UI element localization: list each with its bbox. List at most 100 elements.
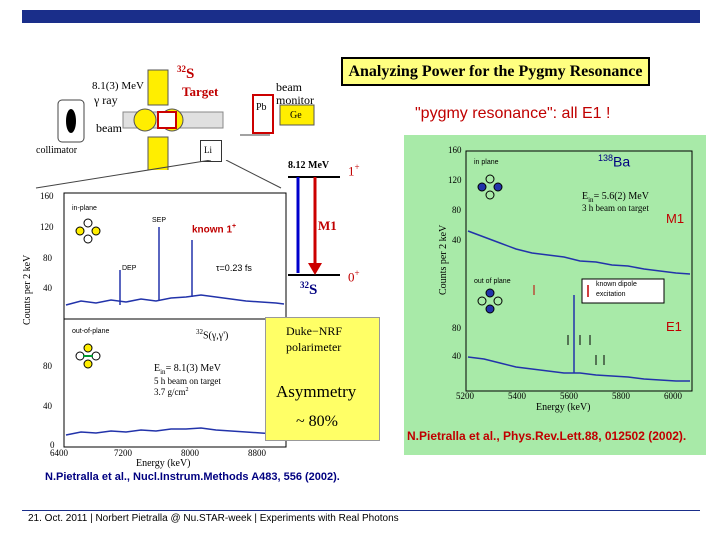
- right-ein: Ein= 5.6(2) MeV: [582, 191, 649, 204]
- right-ytick-3: 80: [452, 205, 461, 215]
- target-holder: [157, 111, 177, 129]
- asymmetry-value: ~ 80%: [296, 413, 338, 430]
- right-ytick-6: 40: [452, 351, 461, 361]
- right-xtick-5: 6000: [664, 391, 682, 401]
- right-xtick-4: 5800: [612, 391, 630, 401]
- legend-line2: excitation: [596, 291, 626, 298]
- right-lower-tag: out of plane: [474, 278, 511, 285]
- legend-box: [581, 278, 665, 304]
- gamma-label: γ ray: [94, 93, 118, 107]
- right-xtick-2: 5400: [508, 391, 526, 401]
- right-beam-time: 3 h beam on target: [582, 203, 649, 213]
- footer-rule: [22, 510, 700, 511]
- ge-monitor: [279, 104, 315, 126]
- polarimeter-box: Duke−NRF polarimeter Asymmetry ~ 80%: [265, 317, 380, 441]
- right-spectrum: 138Ba Counts per 2 keV 160 120 80 40 80 …: [404, 135, 706, 455]
- right-spectrum-plot: [465, 150, 693, 392]
- left-xtick-4: 8800: [248, 448, 266, 458]
- left-beam-time: 5 h beam on target: [154, 376, 221, 386]
- li-label: Li: [204, 145, 212, 155]
- r-in-det-3: [493, 182, 503, 192]
- zoom-lines: [35, 160, 282, 189]
- left-xtick-3: 8000: [181, 448, 199, 458]
- r-out-det-3: [493, 296, 503, 306]
- right-ytick-5: 80: [452, 323, 461, 333]
- left-ytick-3: 80: [43, 253, 52, 263]
- left-lower-tag: out-of-plane: [72, 328, 110, 335]
- decay-arrowhead: [308, 263, 322, 275]
- left-ylabel: Counts per 2 keV: [22, 254, 33, 325]
- asymmetry-label: Asymmetry: [276, 382, 357, 401]
- right-ytick-4: 40: [452, 235, 461, 245]
- beam-label: beam: [96, 121, 122, 135]
- polarimeter-line1: Duke−NRF: [286, 324, 343, 338]
- left-ytick-2: 120: [40, 222, 54, 232]
- header-bar: [22, 10, 700, 22]
- right-upper-tag: in plane: [474, 159, 499, 166]
- out-plane-det-4: [83, 359, 93, 369]
- out-plane-det-1: [83, 343, 93, 353]
- left-ytick-7: 0: [50, 440, 55, 450]
- known-label: known 1+: [192, 223, 237, 236]
- in-plane-det-2: [75, 226, 85, 236]
- li-detector: [200, 140, 222, 162]
- right-plot-frame: [465, 150, 693, 392]
- detector-left: [133, 108, 157, 132]
- setup-sketch: [57, 69, 315, 170]
- target-label: Target: [182, 84, 219, 99]
- lower-spectrum-trace: [65, 427, 285, 436]
- in-plane-det-3: [91, 226, 101, 236]
- gamma-energy: 8.1(3) MeV: [92, 80, 144, 92]
- header-rule: [22, 22, 700, 23]
- left-ytick-1: 160: [40, 191, 54, 201]
- e1-label: E1: [666, 319, 682, 334]
- ground-level-spin: 0+: [348, 268, 360, 285]
- left-spectrum-plot: [63, 192, 287, 448]
- pb-block: [252, 94, 274, 134]
- m1-label: M1: [666, 211, 685, 226]
- pb-label: Pb: [256, 102, 267, 113]
- upper-level-energy: 8.12 MeV: [288, 160, 330, 171]
- left-ein: Ein= 8.1(3) MeV: [154, 363, 221, 376]
- detector-top: [147, 69, 169, 106]
- beam-monitor-line2: monitor: [276, 93, 314, 107]
- left-ytick-5: 80: [43, 361, 52, 371]
- r-in-det-4: [485, 190, 495, 200]
- r-out-det-4: [485, 304, 495, 314]
- target-isotope: 32S: [177, 64, 195, 82]
- sep-label: SEP: [152, 217, 167, 224]
- left-density: 3.7 g/cm2: [154, 387, 189, 397]
- in-plane-det-4: [83, 234, 93, 244]
- collimator-hole: [66, 109, 76, 133]
- tau-label: τ=0.23 fs: [216, 263, 252, 273]
- reference-right: N.Pietralla et al., Phys.Rev.Lett.88, 01…: [407, 429, 687, 443]
- out-plane-trace: [467, 356, 690, 382]
- in-plane-det-1: [83, 218, 93, 228]
- left-reaction-label: 32S(γ,γ'): [196, 328, 229, 342]
- detector-bottom: [147, 136, 169, 170]
- left-xtick-2: 7200: [114, 448, 132, 458]
- upper-panel-frame: [63, 192, 287, 320]
- left-ytick-6: 40: [43, 401, 52, 411]
- left-ytick-4: 40: [43, 283, 52, 293]
- polarimeter-line2: polarimeter: [286, 340, 342, 354]
- left-upper-tag: in-plane: [72, 205, 97, 212]
- legend-line1: known dipole: [596, 281, 637, 288]
- level-scheme: [288, 176, 340, 276]
- slide-title: Analyzing Power for the Pygmy Resonance: [341, 57, 650, 86]
- beam-monitor-line1: beam: [276, 80, 302, 94]
- dep-label: DEP: [122, 265, 137, 272]
- ge-label: Ge: [290, 110, 302, 121]
- right-ytick-1: 160: [448, 145, 462, 155]
- lower-panel-frame: [63, 318, 287, 448]
- right-ylabel: Counts per 2 keV: [438, 224, 449, 295]
- transition-label: M1: [318, 218, 337, 233]
- r-in-det-1: [485, 174, 495, 184]
- r-out-det-1: [485, 288, 495, 298]
- right-ytick-2: 120: [448, 175, 462, 185]
- footer-text: 21. Oct. 2011 | Norbert Pietralla @ Nu.S…: [28, 513, 399, 524]
- right-xlabel: Energy (keV): [536, 402, 591, 413]
- collimator-label: collimator: [36, 145, 78, 156]
- slide-subtitle: "pygmy resonance": all E1 !: [415, 105, 611, 122]
- right-xtick-1: 5200: [456, 391, 474, 401]
